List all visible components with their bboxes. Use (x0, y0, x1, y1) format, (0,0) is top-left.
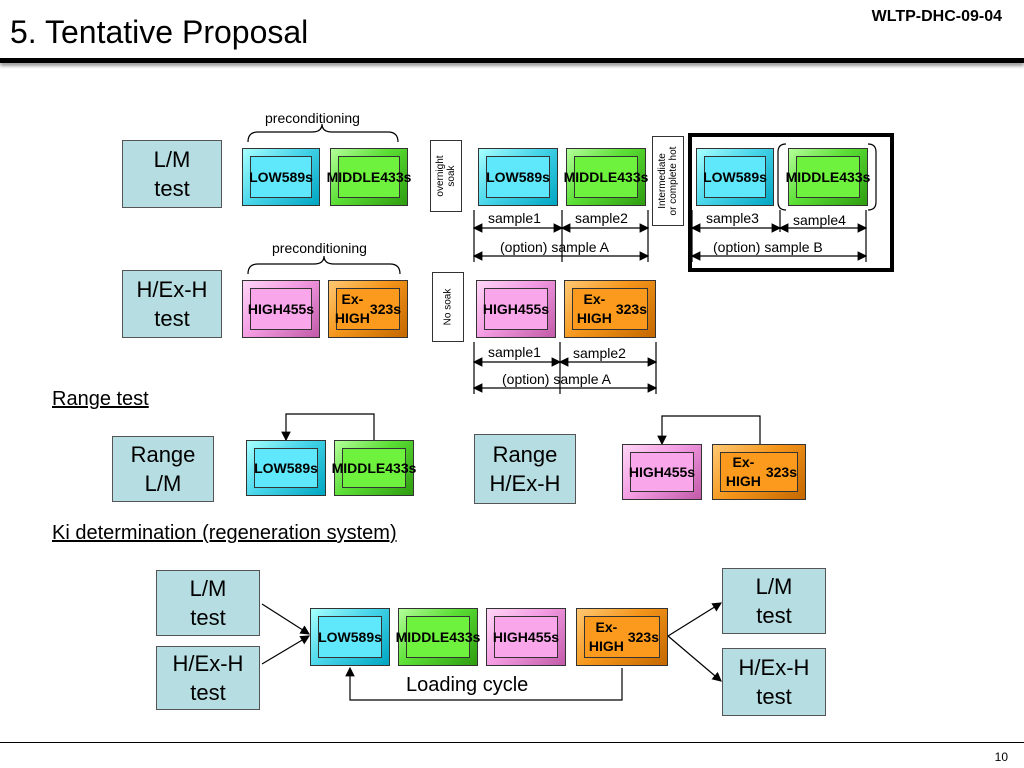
footer-rule (0, 742, 1024, 743)
lm-test-box: L/M test (122, 140, 222, 208)
phase-middle: MIDDLE 433s (564, 148, 648, 206)
phase-high: HIGH 455s (622, 444, 702, 500)
phase-exhigh: Ex-HIGH 323s (564, 280, 656, 338)
preconditioning-brace-lm (247, 123, 399, 143)
sample4-label: sample4 (793, 212, 846, 228)
range-hexh-loop (657, 415, 761, 446)
sample1-label: sample1 (488, 344, 541, 360)
ki-lm-test-box: L/M test (156, 570, 260, 636)
ki-lm-test-result-box: L/M test (722, 568, 826, 634)
preconditioning-label-lm: preconditioning (265, 110, 360, 126)
sample1-label: sample1 (488, 210, 541, 226)
range-hexh-box: Range H/Ex-H (474, 434, 576, 504)
sample2-label: sample2 (575, 210, 628, 226)
phase-low: LOW 589s (242, 148, 320, 206)
loading-cycle-loop (345, 666, 623, 701)
range-lm-box: Range L/M (112, 436, 214, 502)
page-title: 5. Tentative Proposal (10, 14, 309, 50)
loading-cycle-label: Loading cycle (406, 674, 529, 696)
no-soak-box: No soak (432, 272, 464, 342)
hexh-test-box: H/Ex-H test (122, 270, 222, 338)
ki-hexh-test-result-box: H/Ex-H test (722, 648, 826, 716)
phase-exhigh: Ex-HIGH 323s (576, 608, 668, 666)
phase-middle: MIDDLE 433s (396, 608, 480, 666)
phase-low: LOW 589s (246, 440, 326, 496)
document-id: WLTP-DHC-09-04 (871, 8, 1002, 25)
range-test-heading: Range test (52, 388, 149, 410)
phase-high: HIGH 455s (242, 280, 320, 338)
phase-low: LOW 589s (310, 608, 390, 666)
sample3-label: sample3 (706, 210, 759, 226)
overnight-soak-box: overnight soak (430, 140, 462, 212)
option-sample-a-label: (option) sample A (500, 239, 609, 255)
option-sample-a-label: (option) sample A (502, 371, 611, 387)
phase-middle: MIDDLE 433s (786, 148, 870, 206)
range-lm-loop (281, 413, 375, 442)
preconditioning-label-hexh: preconditioning (272, 240, 367, 256)
sample-b-frame (688, 133, 894, 272)
phase-low: LOW 589s (696, 148, 774, 206)
phase-exhigh: Ex-HIGH 323s (328, 280, 408, 338)
ki-hexh-test-box: H/Ex-H test (156, 646, 260, 710)
phase-high: HIGH 455s (476, 280, 556, 338)
header-rule (0, 58, 1024, 63)
option-sample-b-label: (option) sample B (713, 239, 823, 255)
phase-exhigh: Ex-HIGH 323s (712, 444, 806, 500)
page-number: 10 (994, 750, 1008, 764)
phase-low: LOW 589s (478, 148, 558, 206)
sample2-label: sample2 (573, 345, 626, 361)
phase-middle: MIDDLE 433s (327, 148, 411, 206)
phase-high: HIGH 455s (486, 608, 566, 666)
ki-heading: Ki determination (regeneration system) (52, 522, 397, 544)
phase-middle: MIDDLE 433s (332, 440, 416, 496)
intermediate-soak-box: Intermediate or complete hot (652, 136, 684, 226)
sample4-bracket (777, 143, 787, 211)
preconditioning-brace-hexh (247, 255, 401, 275)
